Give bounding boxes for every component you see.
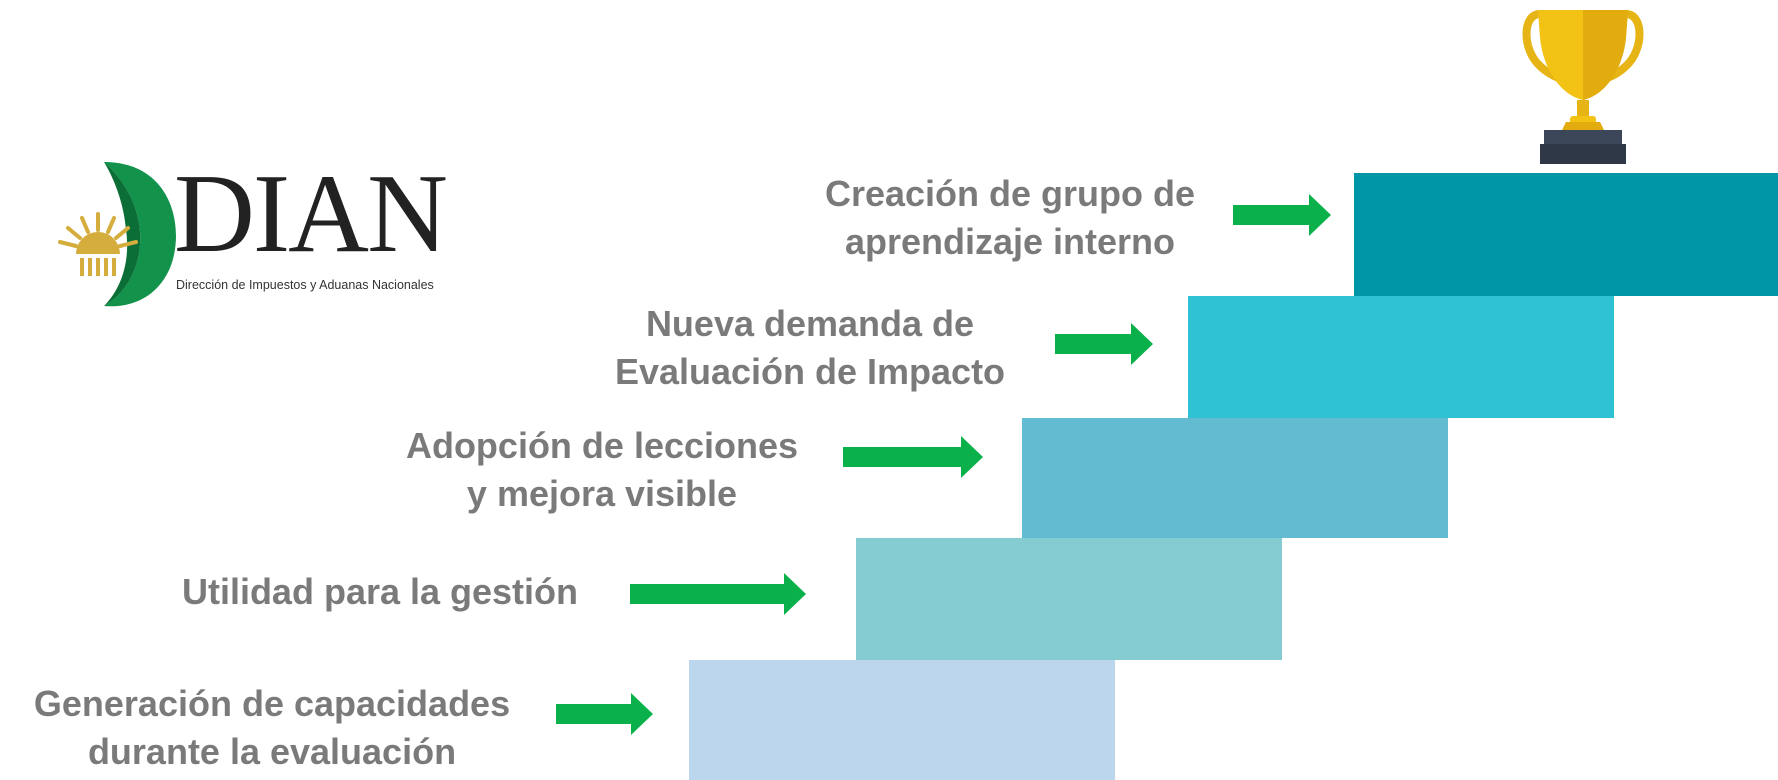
step-label-3: Adopción de lecciones y mejora visible — [372, 422, 832, 518]
arrow-icon-step-2 — [630, 573, 806, 615]
dian-logo-mark — [58, 162, 177, 307]
step-label-4-line-1: Nueva demanda de — [645, 303, 975, 344]
step-block-2 — [856, 538, 1282, 660]
step-block-3 — [1022, 418, 1448, 538]
logo-tagline: Dirección de Impuestos y Aduanas Naciona… — [176, 278, 434, 292]
arrow-icon-step-4 — [1055, 323, 1153, 365]
step-label-3-line-2: y mejora visible — [466, 473, 738, 514]
arrow-icon-step-3 — [843, 436, 983, 478]
arrow-icon-step-5 — [1233, 194, 1331, 236]
step-label-1-line-2: durante la evaluación — [87, 731, 457, 772]
step-block-5 — [1354, 173, 1778, 296]
step-label-2: Utilidad para la gestión — [150, 568, 610, 616]
step-label-2-line-1: Utilidad para la gestión — [181, 571, 579, 612]
step-label-5-line-2: aprendizaje interno — [844, 221, 1176, 262]
step-block-1 — [689, 660, 1115, 780]
step-label-5-line-1: Creación de grupo de — [824, 173, 1196, 214]
step-label-1-line-1: Generación de capacidades — [33, 683, 511, 724]
dian-logo: DIAN Dirección de Impuestos y Aduanas Na… — [52, 158, 482, 308]
step-label-4: Nueva demanda de Evaluación de Impacto — [580, 300, 1040, 396]
step-label-4-line-2: Evaluación de Impacto — [614, 351, 1006, 392]
logo-wordmark: DIAN — [174, 152, 448, 276]
step-label-3-line-1: Adopción de lecciones — [405, 425, 799, 466]
step-label-1: Generación de capacidades durante la eva… — [2, 680, 542, 776]
step-label-5: Creación de grupo de aprendizaje interno — [780, 170, 1240, 266]
arrow-icon-step-1 — [556, 693, 653, 735]
step-block-4 — [1188, 296, 1614, 418]
trophy-icon — [1522, 4, 1644, 166]
